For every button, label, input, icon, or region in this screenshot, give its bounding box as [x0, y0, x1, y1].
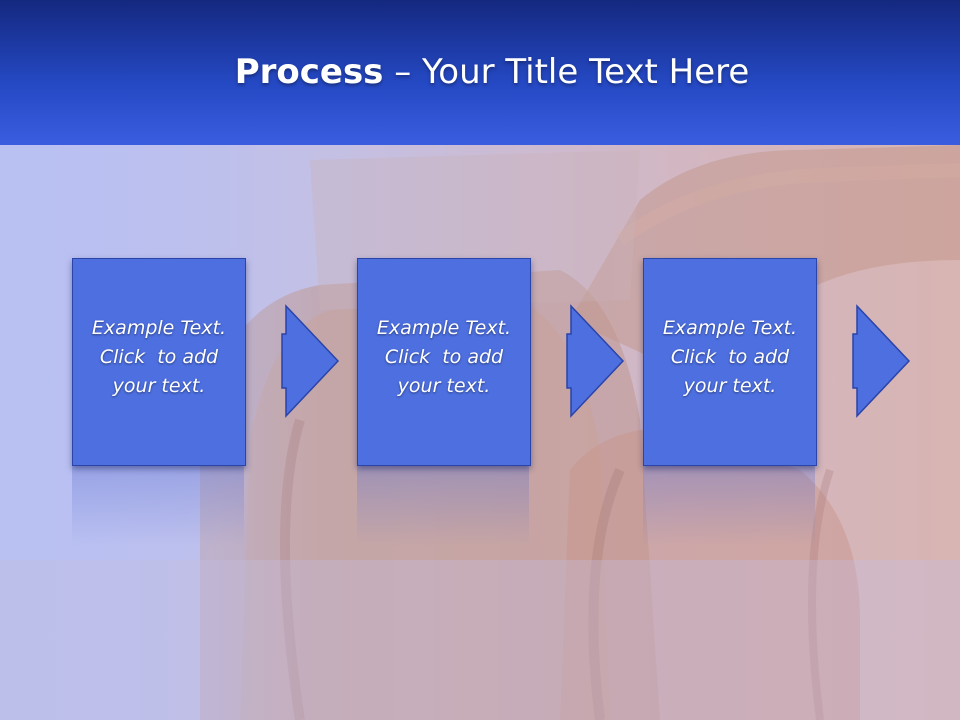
step-1-reflection [72, 466, 244, 546]
step-3-line-2: Click to add [670, 345, 790, 368]
title-rest-text: – Your Title Text Here [383, 52, 750, 92]
slide-title[interactable]: Process – Your Title Text Here [0, 52, 960, 92]
title-bold-text: Process [234, 52, 384, 92]
step-2-reflection [357, 466, 529, 546]
step-1-line-3: your text. [112, 374, 206, 397]
step-2-line-3: your text. [397, 374, 491, 397]
step-2-arrow[interactable] [566, 304, 625, 418]
step-3-line-3: your text. [683, 374, 777, 397]
step-1-arrow[interactable] [281, 304, 340, 418]
step-1-line-2: Click to add [99, 345, 219, 368]
step-2-text[interactable]: Example Text. Click to add your text. [369, 314, 519, 401]
step-1-line-1: Example Text. [91, 316, 227, 339]
title-bar [0, 0, 960, 145]
step-3-reflection [643, 466, 815, 546]
step-3-text[interactable]: Example Text. Click to add your text. [655, 314, 805, 401]
step-3-arrow[interactable] [852, 304, 911, 418]
step-1-box[interactable]: Example Text. Click to add your text. [72, 258, 246, 466]
step-2-line-2: Click to add [384, 345, 504, 368]
step-1-text[interactable]: Example Text. Click to add your text. [84, 314, 234, 401]
step-2-line-1: Example Text. [376, 316, 512, 339]
step-3-box[interactable]: Example Text. Click to add your text. [643, 258, 817, 466]
step-3-line-1: Example Text. [662, 316, 798, 339]
step-2-box[interactable]: Example Text. Click to add your text. [357, 258, 531, 466]
